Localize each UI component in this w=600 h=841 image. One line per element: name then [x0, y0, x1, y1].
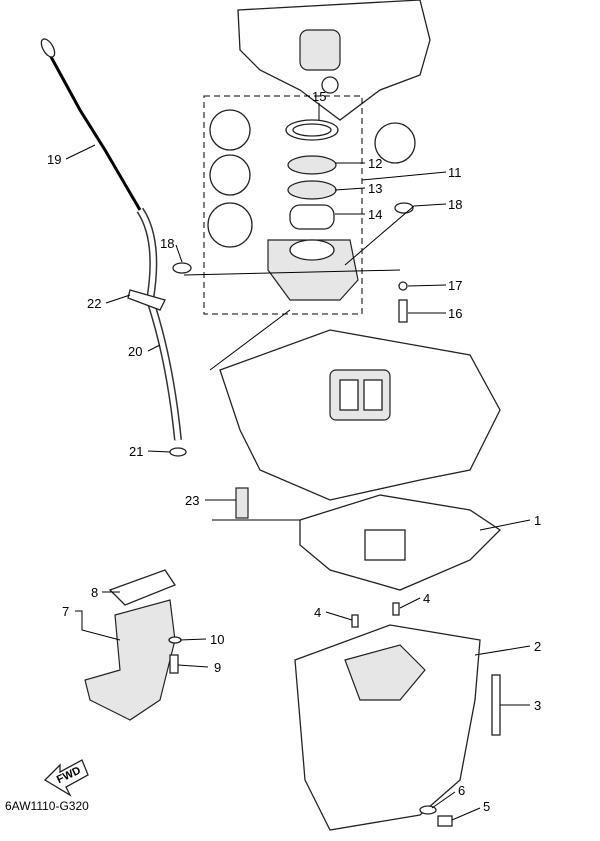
- callout-21: 21: [129, 444, 143, 459]
- detail-inset: [209, 109, 251, 151]
- callout-18: 18: [448, 197, 462, 212]
- callout-1: 1: [534, 513, 541, 528]
- engine-block-part: [237, 0, 431, 121]
- callout-22: 22: [87, 296, 101, 311]
- callout-6: 6: [458, 783, 465, 798]
- detail-inset: [207, 202, 253, 248]
- callout-19: 19: [47, 152, 61, 167]
- detail-inset: [209, 154, 251, 196]
- callout-12: 12: [368, 156, 382, 171]
- callout-14: 14: [368, 207, 382, 222]
- callout-11: 11: [448, 165, 462, 180]
- callout-5: 5: [483, 799, 490, 814]
- callout-8: 8: [91, 585, 98, 600]
- callout-15: 15: [312, 89, 326, 104]
- callout-23: 23: [185, 493, 199, 508]
- seal-rings: [267, 119, 359, 301]
- leader-lines: [65, 103, 531, 821]
- upper-case-part: [219, 329, 501, 501]
- callout-20: 20: [128, 344, 142, 359]
- callout-4: 4: [423, 591, 430, 606]
- assembly-group-box: [203, 95, 363, 315]
- callout-4: 4: [314, 605, 321, 620]
- callout-13: 13: [368, 181, 382, 196]
- forward-arrow-icon: FWD: [43, 759, 89, 797]
- callout-18: 18: [160, 236, 174, 251]
- oil-pan-part: [294, 624, 481, 831]
- callout-3: 3: [534, 698, 541, 713]
- callout-16: 16: [448, 306, 462, 321]
- diagram-code: 6AW1110-G320: [5, 799, 89, 813]
- detail-inset: [374, 122, 416, 164]
- callout-17: 17: [448, 278, 462, 293]
- callout-7: 7: [62, 604, 69, 619]
- callout-2: 2: [534, 639, 541, 654]
- callout-9: 9: [214, 660, 221, 675]
- callout-10: 10: [210, 632, 224, 647]
